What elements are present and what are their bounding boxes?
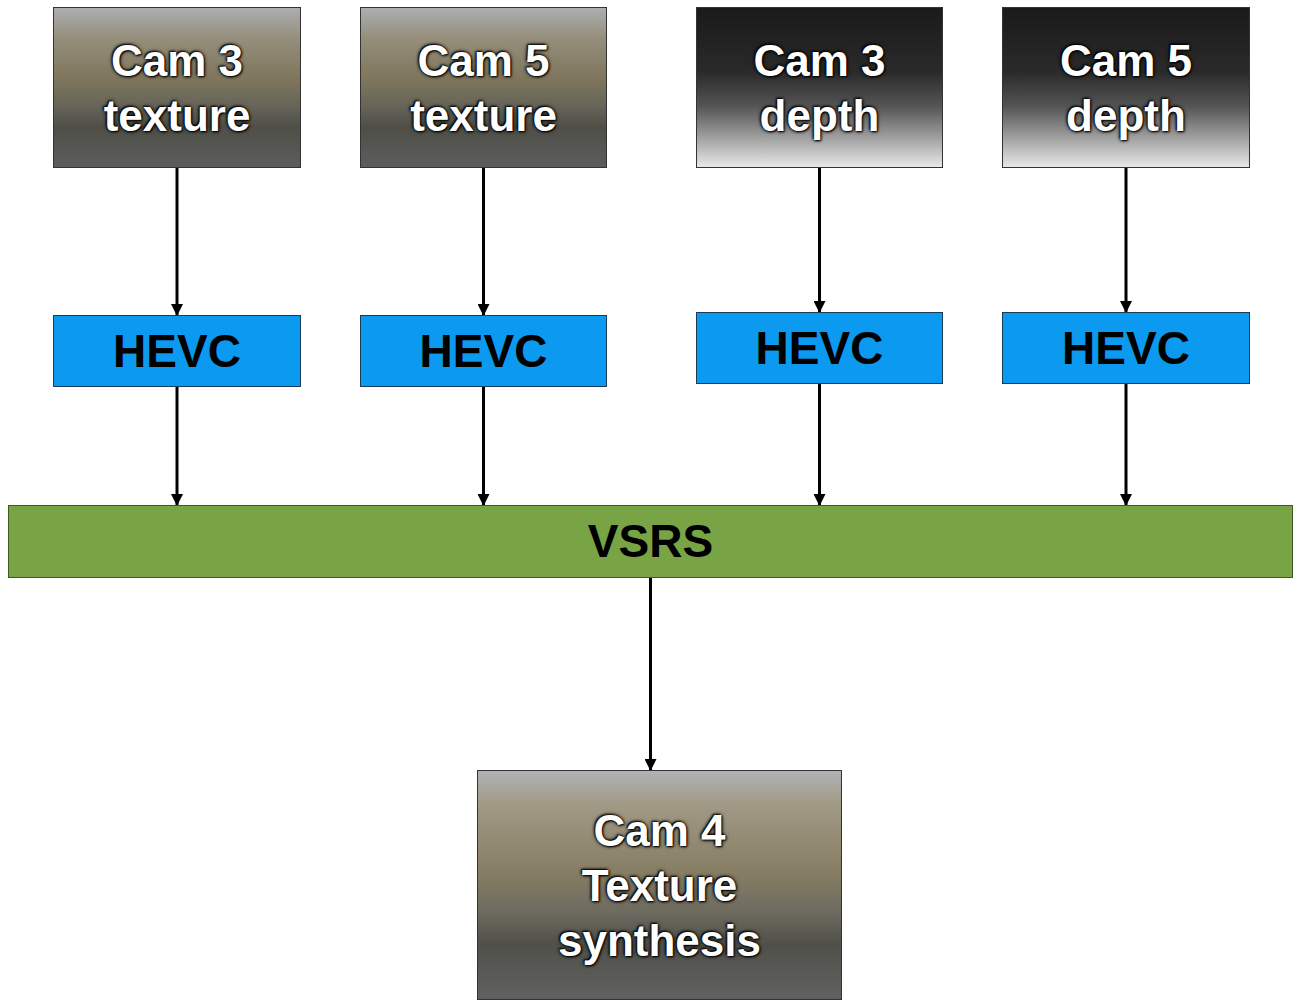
node-label: Cam 3 texture bbox=[62, 33, 292, 143]
codec-box: HEVC bbox=[696, 312, 943, 384]
flow-arrow bbox=[176, 168, 179, 315]
node-label: HEVC bbox=[1062, 323, 1190, 374]
texture-image: Cam 5 texture bbox=[360, 7, 607, 168]
node-label: HEVC bbox=[113, 326, 241, 377]
node-label: HEVC bbox=[420, 326, 548, 377]
codec-box: HEVC bbox=[1002, 312, 1250, 384]
texture-image: Cam 3 texture bbox=[53, 7, 301, 168]
flow-arrow bbox=[649, 578, 652, 770]
flow-arrow bbox=[1125, 384, 1128, 505]
flow-arrow bbox=[176, 387, 179, 505]
depth-image: Cam 3 depth bbox=[696, 7, 943, 168]
node-label: HEVC bbox=[756, 323, 884, 374]
codec-box: HEVC bbox=[360, 315, 607, 387]
synthesized-image: Cam 4 Texture synthesis bbox=[477, 770, 842, 1000]
flow-arrow bbox=[482, 168, 485, 315]
node-label: Cam 5 texture bbox=[369, 33, 599, 143]
node-label: Cam 3 depth bbox=[705, 33, 935, 143]
node-label: VSRS bbox=[588, 516, 713, 567]
flow-arrow bbox=[482, 387, 485, 505]
node-label: Cam 4 Texture synthesis bbox=[540, 803, 780, 968]
flow-arrow bbox=[1125, 168, 1128, 312]
codec-box: HEVC bbox=[53, 315, 301, 387]
flow-arrow bbox=[818, 384, 821, 505]
depth-image: Cam 5 depth bbox=[1002, 7, 1250, 168]
synthesis-band: VSRS bbox=[8, 505, 1293, 578]
node-label: Cam 5 depth bbox=[1011, 33, 1241, 143]
flow-arrow bbox=[818, 168, 821, 312]
